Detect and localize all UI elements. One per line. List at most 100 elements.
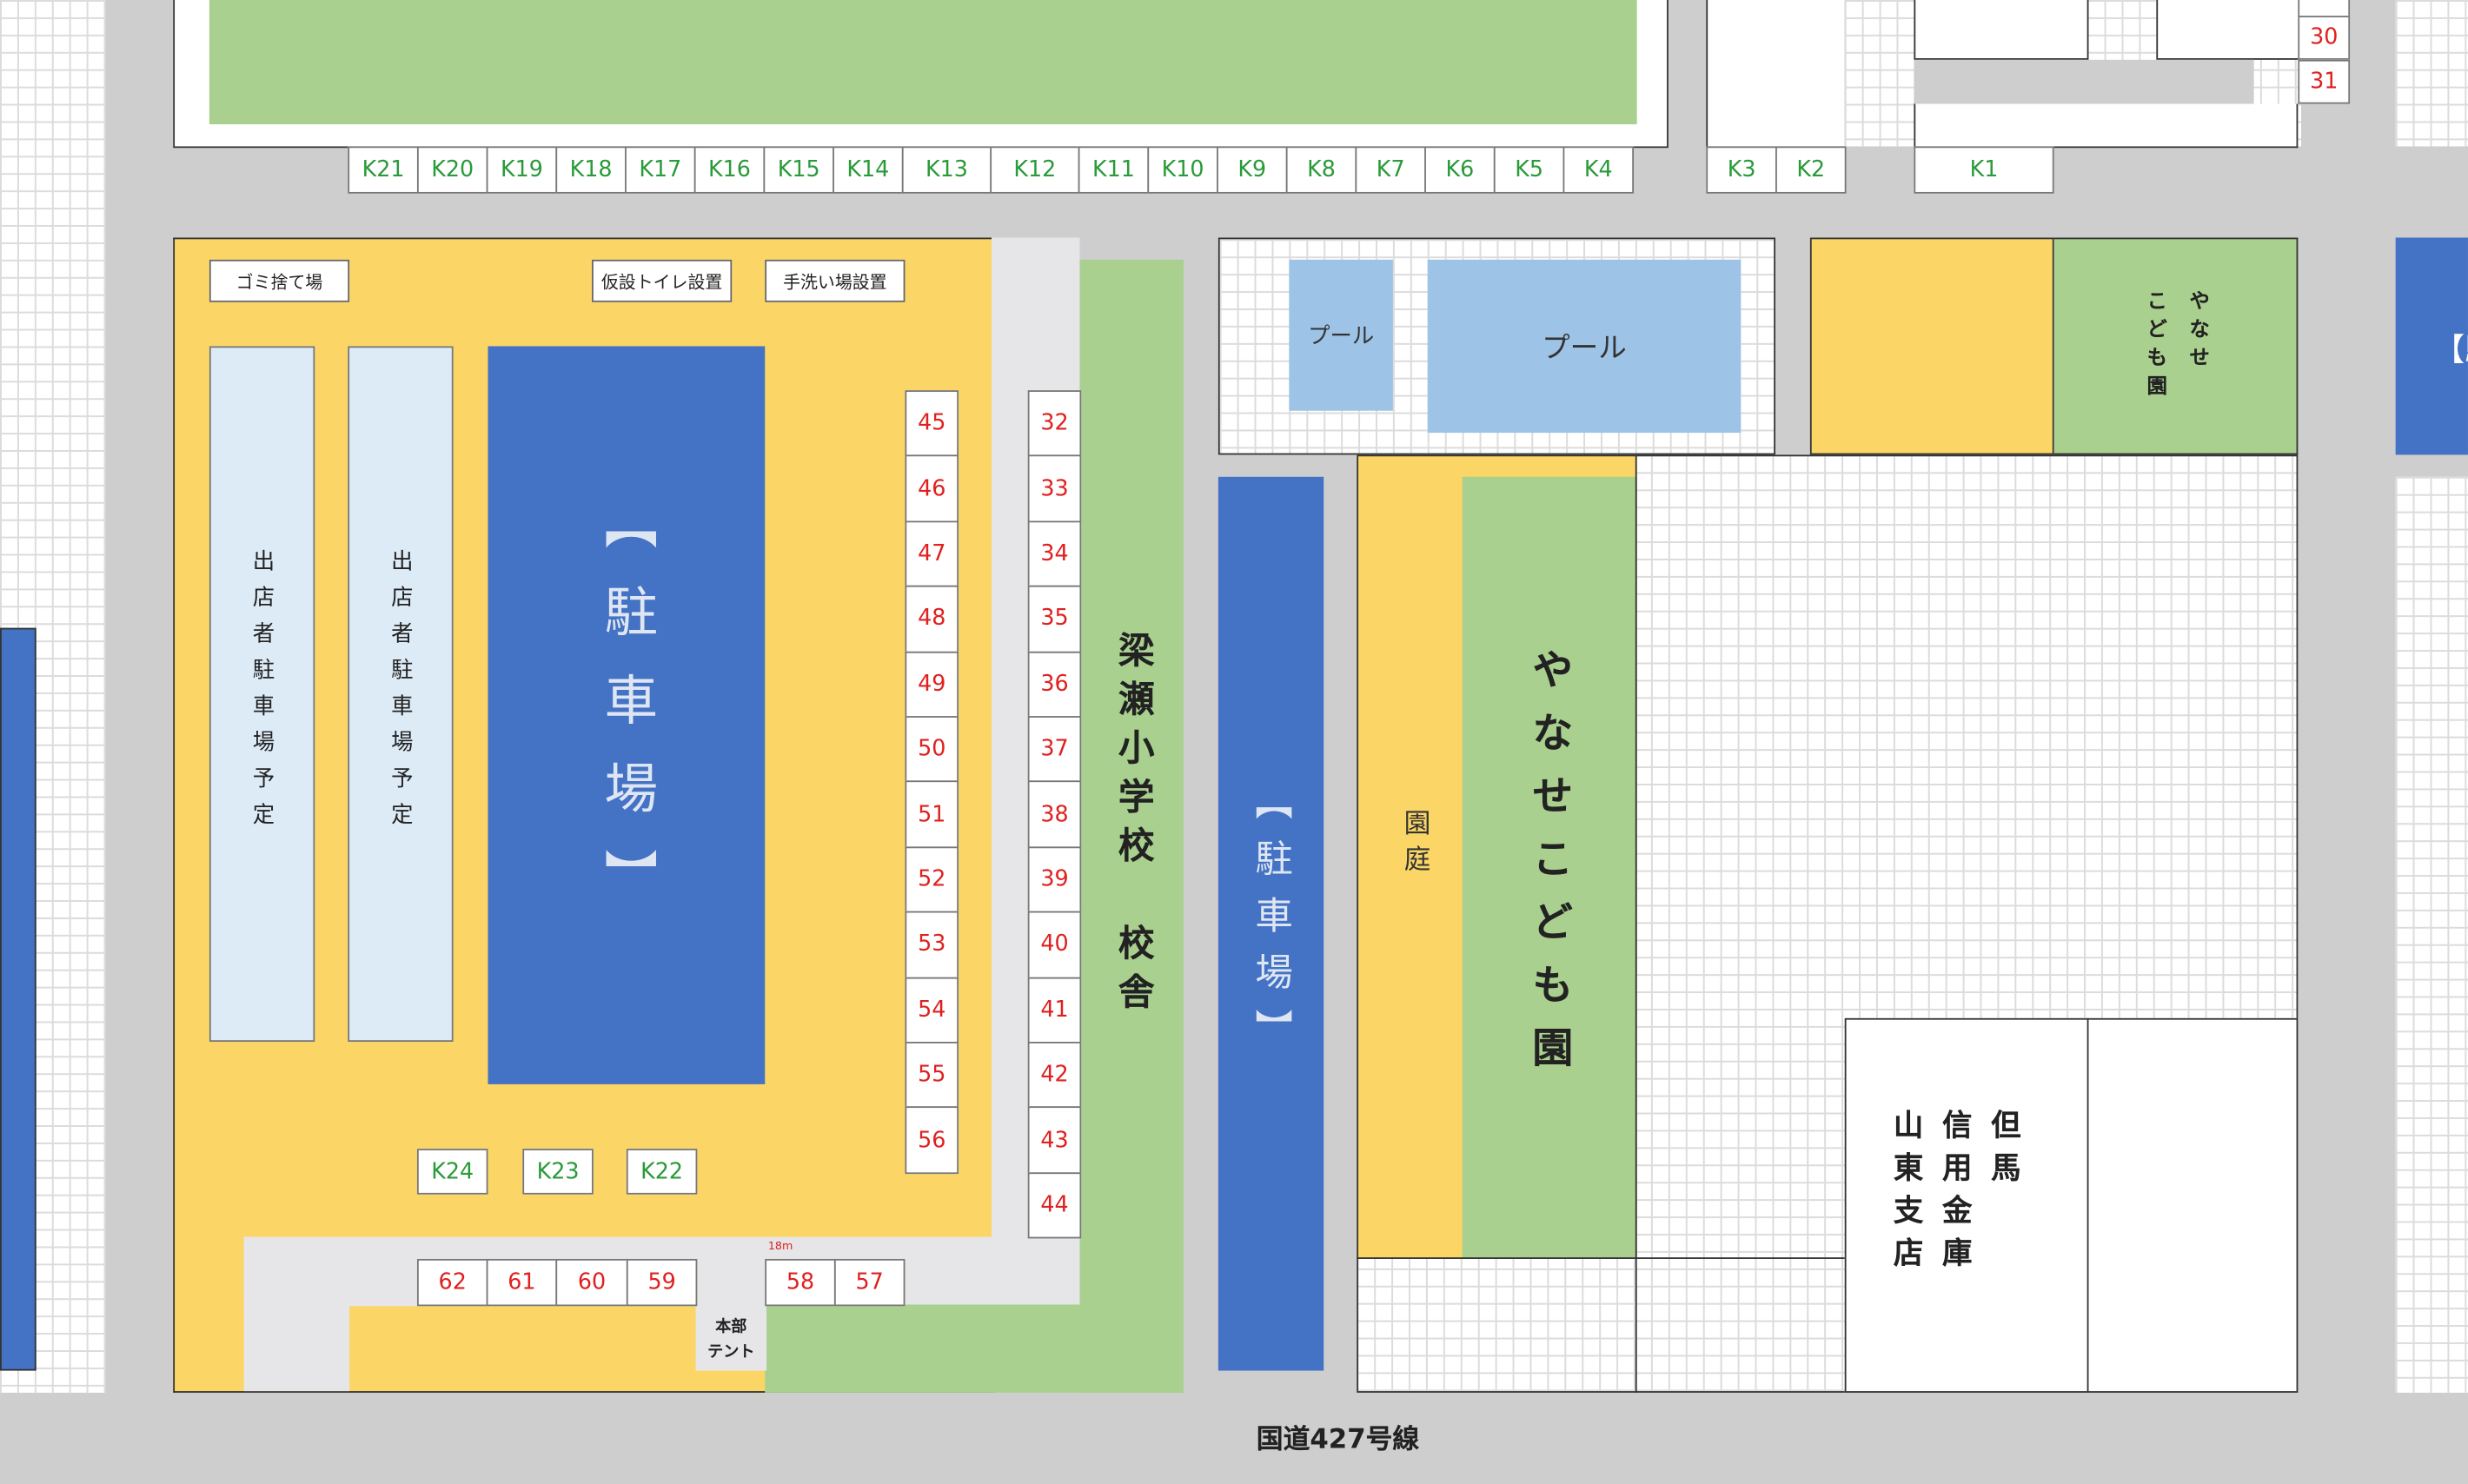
kindergarten-label: やなせこども園 <box>1525 647 1573 1089</box>
hq-tent-area <box>695 1304 767 1371</box>
top-right-block-2 <box>2156 0 2301 60</box>
booth-40[interactable]: 40 <box>1027 911 1082 978</box>
booth-k2[interactable]: K2 <box>1775 146 1847 194</box>
booth-32[interactable]: 32 <box>1027 390 1082 457</box>
booth-29[interactable] <box>2298 0 2351 17</box>
booth-k12[interactable]: K12 <box>990 146 1080 194</box>
booth-k4[interactable]: K4 <box>1562 146 1635 194</box>
vendor-parking-2-label: 出店者駐車場予定 <box>388 549 414 839</box>
booth-k1[interactable]: K1 <box>1914 146 2054 194</box>
bank-divider <box>2087 1017 2089 1393</box>
right-parking: 【駐車場】 <box>1217 476 1324 1371</box>
booth-44[interactable]: 44 <box>1027 1171 1082 1239</box>
distance-note: 18m <box>767 1240 793 1253</box>
booth-60[interactable]: 60 <box>555 1258 628 1307</box>
school-building <box>1079 259 1184 1393</box>
booth-38[interactable]: 38 <box>1027 781 1082 848</box>
garden-label: 園庭 <box>1397 808 1430 882</box>
kindergarten-small: やなせ こども園 <box>2053 237 2299 455</box>
top-right-block-1 <box>1914 0 2089 60</box>
booth-k14[interactable]: K14 <box>833 146 904 194</box>
booth-58[interactable]: 58 <box>765 1258 836 1307</box>
booth-50[interactable]: 50 <box>905 716 959 783</box>
booth-k18[interactable]: K18 <box>555 146 627 194</box>
grid-area-right <box>2395 476 2468 1393</box>
booth-37[interactable]: 37 <box>1027 716 1082 783</box>
booth-46[interactable]: 46 <box>905 455 959 522</box>
booth-k21[interactable]: K21 <box>348 146 419 194</box>
booth-43[interactable]: 43 <box>1027 1106 1082 1174</box>
booth-57[interactable]: 57 <box>833 1258 906 1307</box>
booth-52[interactable]: 52 <box>905 846 959 913</box>
booth-k20[interactable]: K20 <box>416 146 488 194</box>
booth-48[interactable]: 48 <box>905 586 959 653</box>
garbage-area-label: ゴミ捨て場 <box>209 259 350 302</box>
booth-k23[interactable]: K23 <box>522 1149 594 1195</box>
booth-k11[interactable]: K11 <box>1078 146 1150 194</box>
road-label: 国道427号線 <box>1256 1424 1420 1456</box>
school-label: 梁瀬小学校 校舎 <box>1111 631 1152 1022</box>
booth-k15[interactable]: K15 <box>763 146 834 194</box>
school-building-base <box>765 1304 1184 1393</box>
booth-k9[interactable]: K9 <box>1217 146 1288 194</box>
booth-39[interactable]: 39 <box>1027 846 1082 913</box>
booth-55[interactable]: 55 <box>905 1042 959 1109</box>
booth-36[interactable]: 36 <box>1027 651 1082 718</box>
booth-k5[interactable]: K5 <box>1493 146 1565 194</box>
booth-54[interactable]: 54 <box>905 977 959 1043</box>
sports-field <box>209 0 1637 125</box>
booth-47[interactable]: 47 <box>905 520 959 587</box>
booth-k13[interactable]: K13 <box>901 146 992 194</box>
vendor-parking-2: 出店者駐車場予定 <box>348 346 454 1043</box>
kindergarten-small-line1: やなせ <box>2184 289 2209 375</box>
booth-34[interactable]: 34 <box>1027 520 1082 587</box>
booth-k8[interactable]: K8 <box>1285 146 1357 194</box>
booth-42[interactable]: 42 <box>1027 1042 1082 1109</box>
bank-block <box>1844 1017 2299 1393</box>
main-parking-label: 【駐車場】 <box>594 494 658 936</box>
handwash-label: 手洗い場設置 <box>765 259 906 302</box>
edge-parking-right: 【駐 <box>2395 237 2468 455</box>
bank-label: 但馬 信用金庫 山東支店 <box>1886 1110 2026 1330</box>
bank-label-line2: 信用金庫 <box>1937 1109 1973 1280</box>
booth-k24[interactable]: K24 <box>416 1149 488 1195</box>
toilet-label: 仮設トイレ設置 <box>592 259 733 302</box>
divider-vertical <box>1635 454 1637 1393</box>
divider-horizontal <box>1357 1257 1845 1259</box>
booth-59[interactable]: 59 <box>626 1258 698 1307</box>
booth-35[interactable]: 35 <box>1027 586 1082 653</box>
booth-56[interactable]: 56 <box>905 1106 959 1174</box>
booth-62[interactable]: 62 <box>416 1258 488 1307</box>
booth-k16[interactable]: K16 <box>693 146 766 194</box>
walkway-bottom-left <box>243 1236 350 1392</box>
booth-30[interactable]: 30 <box>2298 16 2351 60</box>
booth-49[interactable]: 49 <box>905 651 959 718</box>
right-parking-label: 【駐車場】 <box>1248 782 1292 1066</box>
pool-small: プール <box>1289 259 1393 411</box>
edge-parking-left <box>0 627 36 1371</box>
booth-51[interactable]: 51 <box>905 781 959 848</box>
booth-45[interactable]: 45 <box>905 390 959 457</box>
booth-k19[interactable]: K19 <box>486 146 558 194</box>
top-right-path <box>1914 59 2254 104</box>
school-label-box: 梁瀬小学校 校舎 <box>1079 535 1184 1117</box>
kindergarten: やなせこども園 <box>1462 476 1637 1259</box>
booth-k7[interactable]: K7 <box>1355 146 1426 194</box>
booth-k22[interactable]: K22 <box>626 1149 698 1195</box>
booth-41[interactable]: 41 <box>1027 977 1082 1043</box>
bank-label-line1: 但馬 <box>1986 1109 2021 1195</box>
hq-tent-label-line2: テント <box>707 1343 755 1361</box>
bank-label-line3: 山東支店 <box>1888 1109 1924 1280</box>
booth-k6[interactable]: K6 <box>1424 146 1496 194</box>
booth-53[interactable]: 53 <box>905 911 959 978</box>
grid-area-right-top <box>2395 0 2468 147</box>
top-middle-block <box>1706 0 1847 149</box>
booth-k10[interactable]: K10 <box>1147 146 1218 194</box>
booth-33[interactable]: 33 <box>1027 455 1082 522</box>
booth-k17[interactable]: K17 <box>625 146 696 194</box>
booth-31[interactable]: 31 <box>2298 59 2351 104</box>
booth-61[interactable]: 61 <box>486 1258 558 1307</box>
booth-k3[interactable]: K3 <box>1706 146 1777 194</box>
kindergarten-small-line2: こども園 <box>2142 289 2166 403</box>
